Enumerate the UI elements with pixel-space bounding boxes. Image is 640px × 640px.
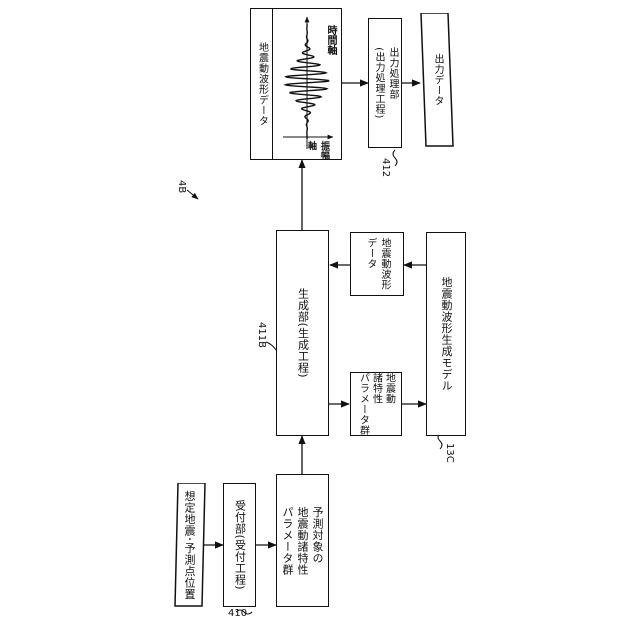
- gm-params-line1: 地震動: [384, 373, 395, 405]
- wave-data-line1: 地震動波形: [379, 238, 390, 291]
- output-proc-box: 出力処理部 (出力処理工程): [368, 18, 402, 148]
- ref-410: 410: [228, 608, 247, 619]
- amplitude-axis-label: 振幅軸: [305, 141, 331, 159]
- generator-label: 生成部(生成工程): [296, 288, 310, 378]
- waveform-title-strip: 地震動波形データ: [251, 9, 273, 159]
- output-proc-label: 出力処理部 (出力処理工程): [371, 47, 399, 119]
- output-data-label: 出力データ: [430, 54, 444, 107]
- target-params-line3: パラメータ群: [281, 506, 294, 575]
- ref-13C: 13C: [444, 443, 455, 463]
- model-box: 地震動波形生成モデル: [426, 232, 466, 436]
- gm-params-label: 地震動 諸特性 パラメータ群: [357, 373, 396, 436]
- output-proc-line2: (出力処理工程): [373, 47, 384, 119]
- target-params-line2: 地震動諸特性: [296, 506, 309, 575]
- figure-id-pointer: [187, 190, 198, 199]
- wave-data-label: 地震動波形 データ: [363, 238, 391, 291]
- target-params-label: 予測対象の 地震動諸特性 パラメータ群: [280, 506, 325, 575]
- waveform-panel: 地震動波形データ 時間軸 振幅軸: [250, 8, 342, 160]
- generator-box: 生成部(生成工程): [276, 230, 329, 436]
- input-label: 想定地震･予測点位置: [182, 490, 196, 600]
- ref-411B: 411B: [256, 322, 267, 348]
- model-label: 地震動波形生成モデル: [439, 277, 453, 392]
- leader-411B: [266, 342, 276, 350]
- receiver-label: 受付部(受付工程): [233, 500, 247, 590]
- wave-data-box: 地震動波形 データ: [350, 232, 404, 296]
- target-params-line1: 予測対象の: [311, 506, 324, 564]
- output-proc-line1: 出力処理部: [387, 47, 398, 100]
- gm-params-box: 地震動 諸特性 パラメータ群: [350, 372, 402, 436]
- receiver-box: 受付部(受付工程): [223, 483, 256, 607]
- time-axis-label: 時間軸: [323, 25, 338, 55]
- leader-412: [393, 150, 397, 166]
- wave-data-line2: データ: [365, 238, 376, 270]
- figure-id: 4B: [176, 180, 187, 193]
- gm-params-line3: パラメータ群: [358, 373, 369, 436]
- gm-params-line2: 諸特性: [371, 373, 382, 405]
- ref-412: 412: [380, 158, 391, 177]
- target-params-box: 予測対象の 地震動諸特性 パラメータ群: [276, 474, 329, 607]
- waveform-title: 地震動波形データ: [255, 42, 269, 126]
